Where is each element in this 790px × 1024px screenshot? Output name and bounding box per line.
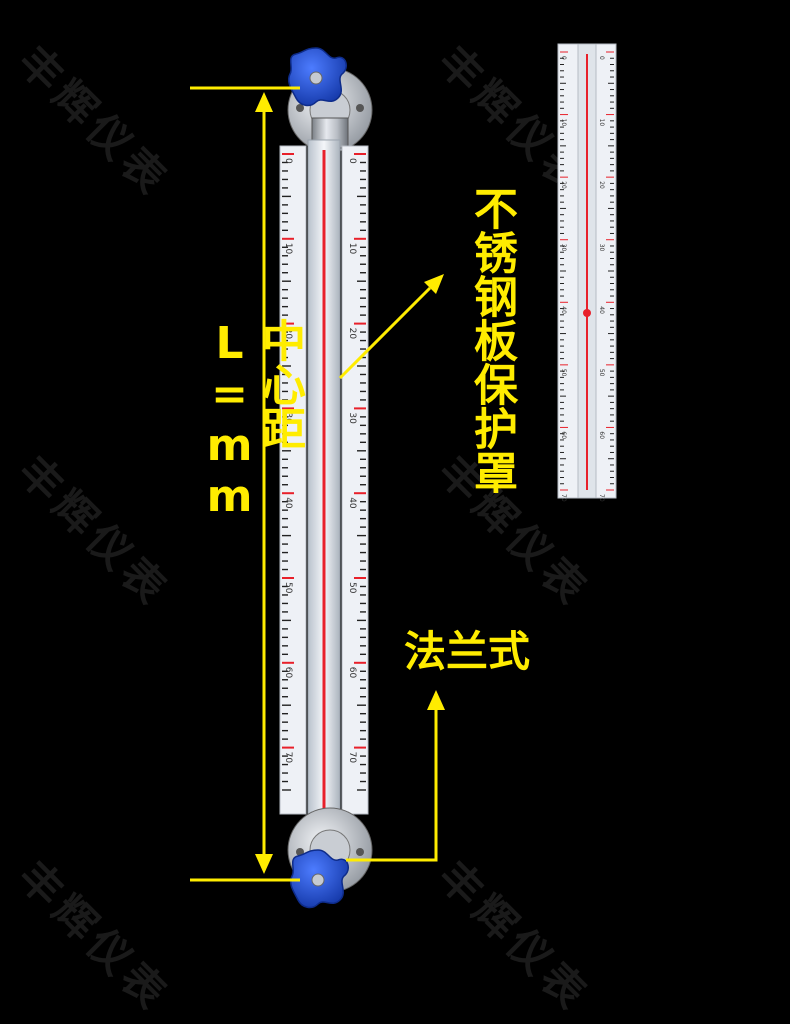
center-distance-label: 中心距L=mm xyxy=(204,318,305,522)
inset-tick-label-left: 10 xyxy=(560,119,567,127)
inset-tick-label-left: 60 xyxy=(560,431,567,439)
scale-tick-label: 10 xyxy=(347,243,357,255)
product-image: 丰辉仪表 丰辉仪表 丰辉仪表 丰辉仪表 丰辉仪表 丰辉仪表 xyxy=(9,36,617,1022)
inset-tick-label-right: 0 xyxy=(598,56,605,60)
right-scale-plate: 0 10 20 30 40 50 60 70 xyxy=(341,145,369,815)
scale-tick-label: 30 xyxy=(347,412,357,424)
scale-tick-label: 30 xyxy=(283,412,293,424)
inset-tick-label-right: 50 xyxy=(598,369,605,377)
inset-tick-label-right: 70 xyxy=(598,494,605,502)
inset-tick-label-left: 40 xyxy=(560,306,567,314)
scale-tick-label: 50 xyxy=(347,582,357,594)
scale-tick-label: 50 xyxy=(283,582,293,594)
scale-tick-label: 70 xyxy=(283,752,293,764)
inset-cover-detail: 0 0 10 10 20 20 30 30 40 40 50 50 60 60 70 70 xyxy=(557,43,617,502)
inset-tick-label-right: 30 xyxy=(598,244,605,252)
flange-type-label: 法兰式 xyxy=(404,627,531,676)
protection-cover-label: 不锈钢板保护罩 xyxy=(466,186,517,494)
valve-handle-icon xyxy=(287,47,347,107)
inset-tick-label-left: 30 xyxy=(560,244,567,252)
left-scale-plate: 0 10 20 30 40 50 60 70 xyxy=(279,145,307,815)
scale-tick-label: 40 xyxy=(347,497,357,509)
scale-tick-label: 0 xyxy=(283,158,293,164)
scale-tick-label: 20 xyxy=(347,328,357,340)
valve-handle-icon-bottom xyxy=(289,849,349,909)
scale-tick-label: 40 xyxy=(283,497,293,509)
inset-tick-label-right: 20 xyxy=(598,181,605,189)
inset-tick-label-right: 40 xyxy=(598,306,605,314)
arrow-up-right-icon xyxy=(338,274,444,380)
scale-tick-label: 60 xyxy=(347,667,357,679)
arrow-up-icon xyxy=(346,690,445,862)
level-gauge-drawing: 0 10 20 30 40 50 60 70 0 10 20 30 40 50 60 70 xyxy=(190,43,617,909)
scale-tick-label: 70 xyxy=(347,752,357,764)
scale-tick-label: 20 xyxy=(283,328,293,340)
glass-tube xyxy=(307,139,341,821)
double-arrow-icon xyxy=(255,92,273,874)
scale-tick-label: 0 xyxy=(347,158,357,164)
inset-tick-label-right: 60 xyxy=(598,431,605,439)
inset-tick-label-left: 70 xyxy=(560,494,567,502)
inset-tick-label-left: 20 xyxy=(560,181,567,189)
inset-tick-label-right: 10 xyxy=(598,119,605,127)
inset-tick-label-left: 50 xyxy=(560,369,567,377)
inset-float-marker xyxy=(583,309,591,317)
inset-tick-label-left: 0 xyxy=(560,56,567,60)
scale-tick-label: 10 xyxy=(283,243,293,255)
scale-tick-label: 60 xyxy=(283,667,293,679)
